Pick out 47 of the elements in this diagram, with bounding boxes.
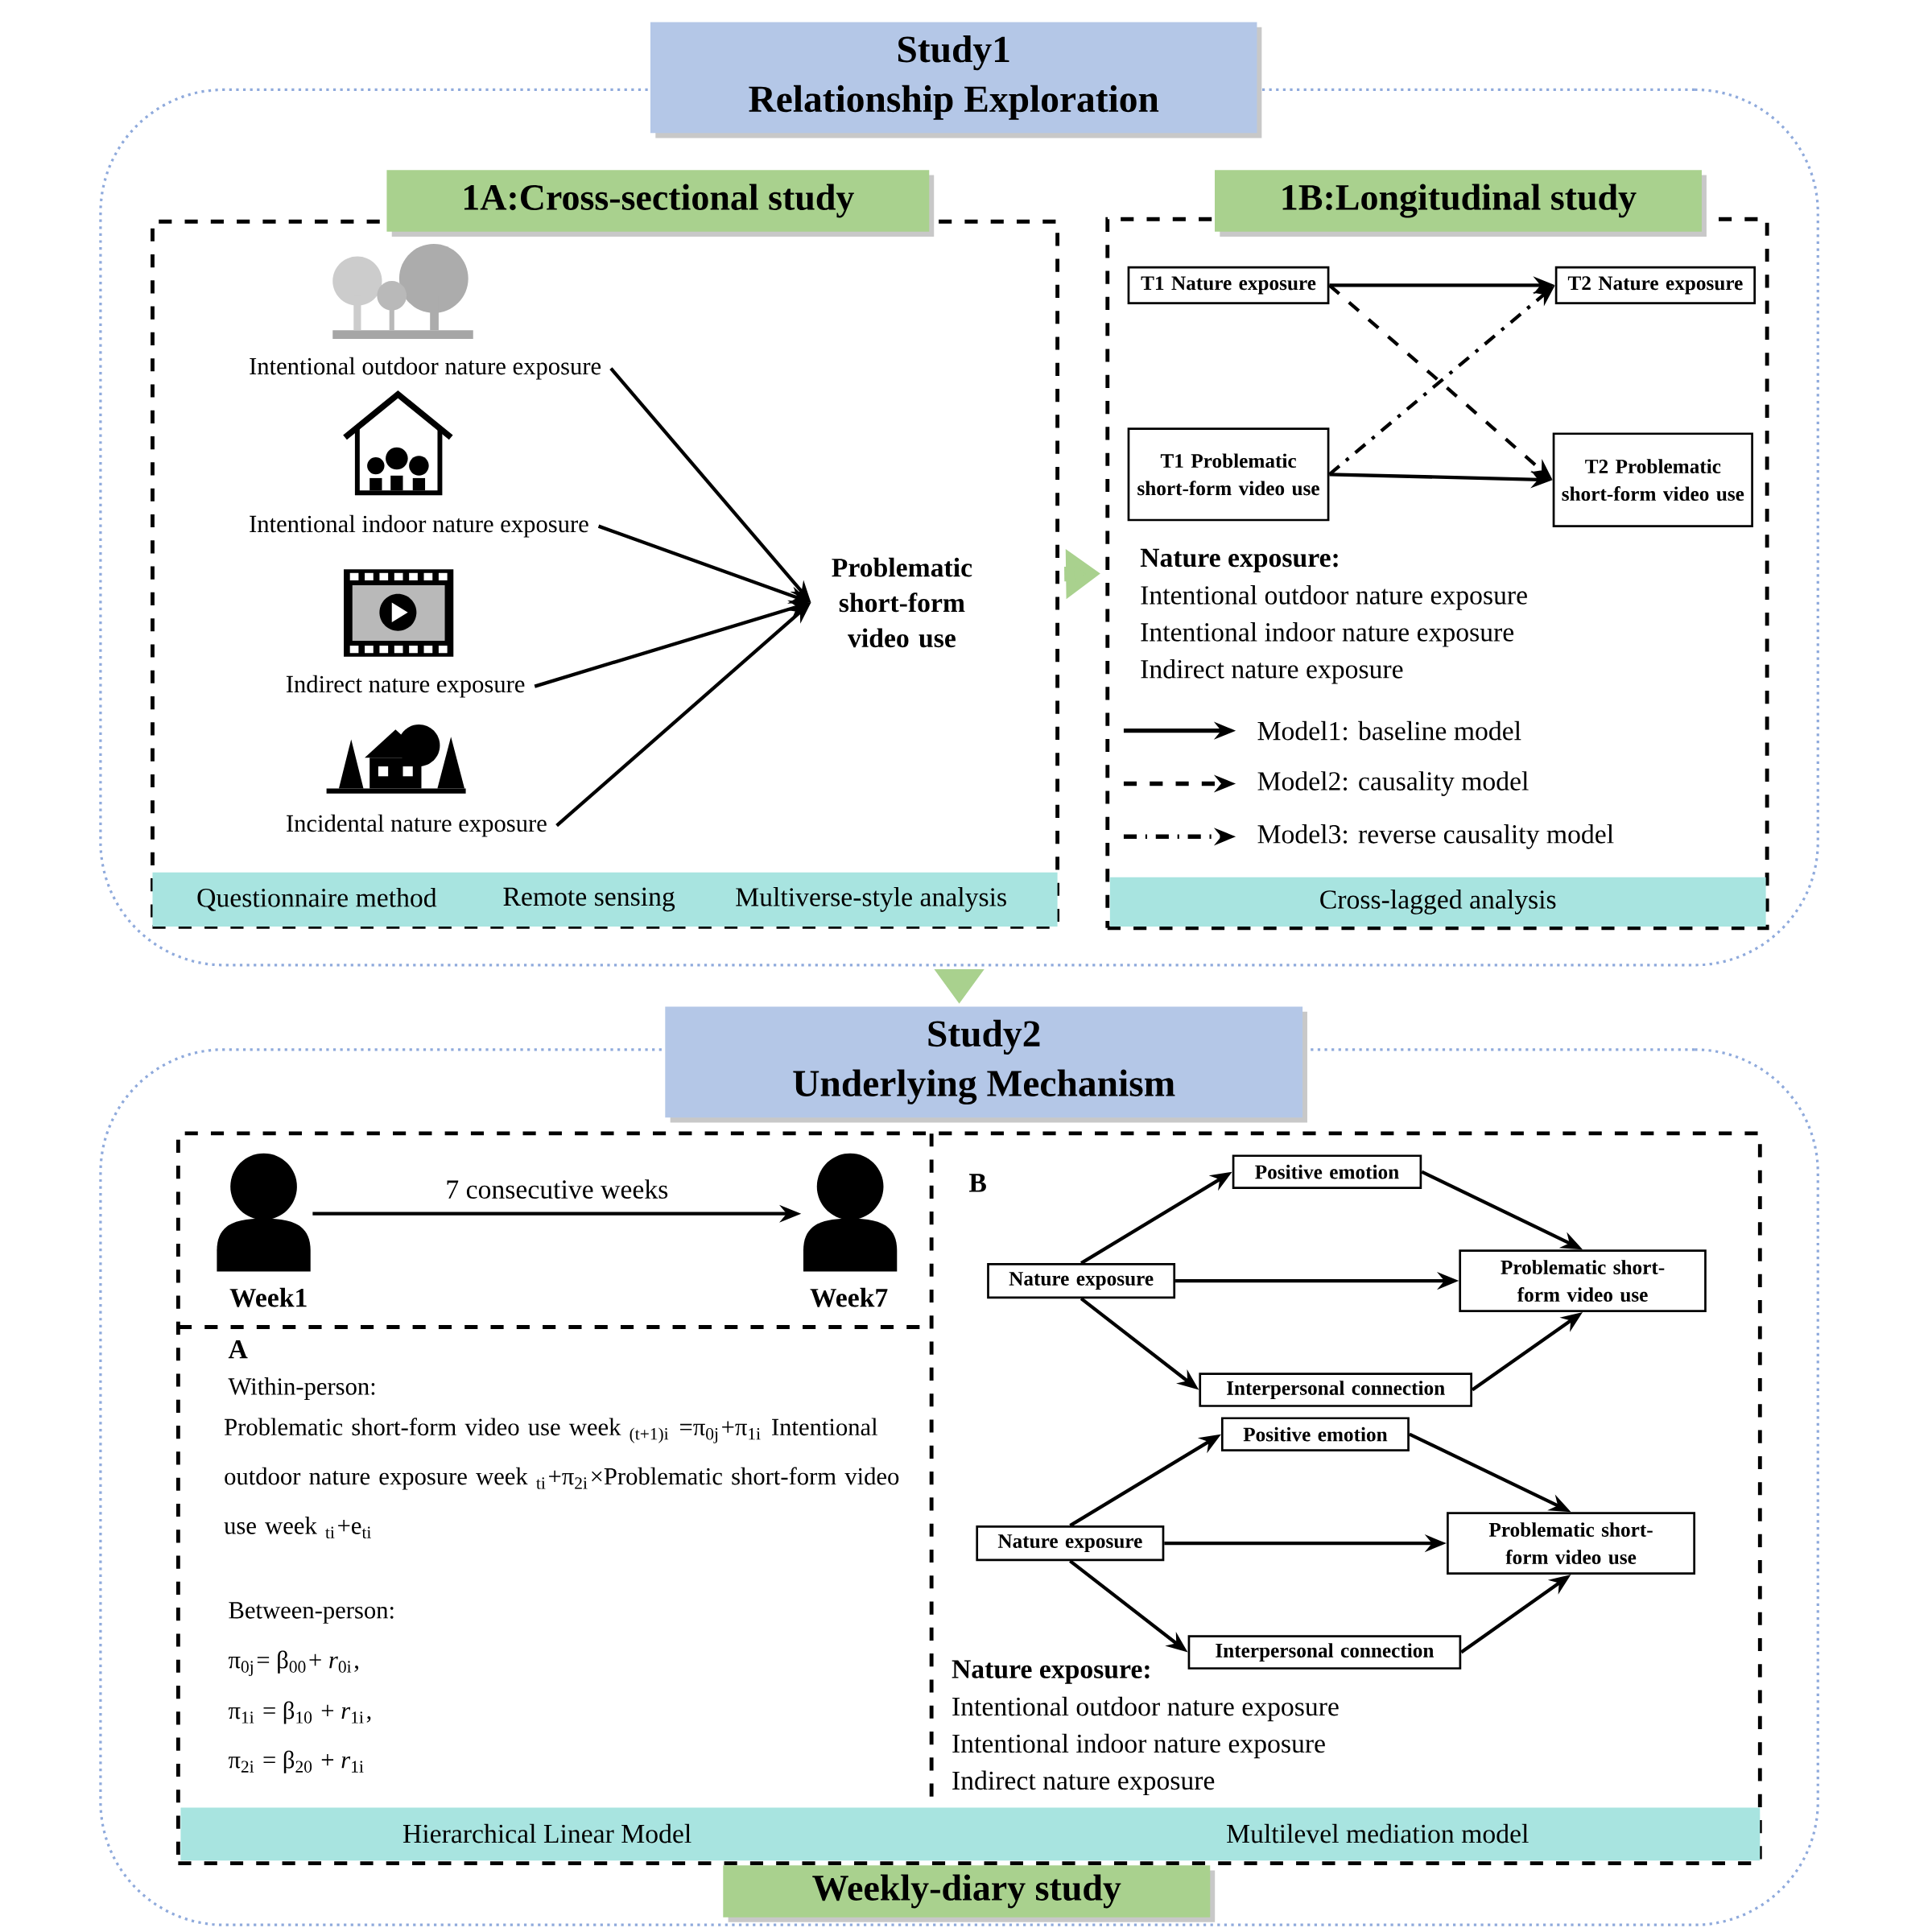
legend-text: Model1: baseline model bbox=[1257, 720, 1521, 741]
process-box: Interpersonal connection bbox=[1199, 1373, 1472, 1407]
legend-text: Model3: reverse causality model bbox=[1257, 824, 1614, 849]
formula-text: π$_{1i}$ = β$_{10}$ + r$_{1i}$, bbox=[228, 1701, 371, 1724]
heading-text: Between-person: bbox=[229, 1602, 394, 1624]
heading-text: Nature exposure: bbox=[952, 1660, 1150, 1684]
list-item: Intentional outdoor nature exposure bbox=[1141, 585, 1527, 610]
list-item: Intentional indoor nature exposure bbox=[952, 1733, 1325, 1759]
heading-text: Nature exposure: bbox=[1140, 548, 1338, 573]
formula-text: Problematic short-form video use week $_{(t+1)i}$ =π$_{0j}$+π$_{1i}$ Intentional outdoor nature exposure week $_{ti}$+π$_{2i}$×Problematic short-form video use week $_{ti}$+e$_{ti}$ bbox=[224, 1418, 899, 1538]
node-text: Incidental nature exposure bbox=[287, 814, 547, 837]
panel-letter: A bbox=[228, 1340, 248, 1359]
panel-letter: B bbox=[969, 1174, 986, 1192]
process-box: Problematic short-form video use bbox=[1459, 1249, 1707, 1312]
node-text: Intentional indoor nature exposure bbox=[250, 514, 588, 538]
title-banner: Study1 Relationship Exploration bbox=[650, 22, 1262, 138]
formula-text: π$_{0j}$= β$_{00}$+ r$_{0i}$, bbox=[228, 1650, 358, 1677]
process-box: Positive emotion bbox=[1220, 1417, 1410, 1451]
list-item: Indirect nature exposure bbox=[1141, 658, 1403, 684]
node-text: Indirect nature exposure bbox=[286, 675, 525, 698]
edge-label: 7 consecutive weeks bbox=[441, 1174, 673, 1203]
process-box: Nature exposure bbox=[987, 1263, 1176, 1299]
week-label: Week7 bbox=[810, 1287, 888, 1307]
section-header: Weekly-diary study bbox=[723, 1865, 1216, 1922]
section-header: 1B:Longitudinal study bbox=[1215, 170, 1707, 237]
node-text: Intentional outdoor nature exposure bbox=[250, 357, 601, 380]
process-box: Interpersonal connection bbox=[1187, 1635, 1462, 1670]
method-band: Hierarchical Linear Model Multilevel mediation model bbox=[180, 1807, 1761, 1861]
node-text: Problematic short-form video use bbox=[832, 557, 972, 648]
process-box: Positive emotion bbox=[1232, 1154, 1422, 1189]
week-label: Week1 bbox=[229, 1287, 307, 1307]
title-banner: Study2 Underlying Mechanism bbox=[665, 1006, 1307, 1123]
legend-text: Model2: causality model bbox=[1257, 771, 1529, 796]
process-box: T2 Problematic short-form video use bbox=[1552, 432, 1753, 527]
process-box: T1 Problematic short-form video use bbox=[1127, 427, 1330, 522]
dashed-panel bbox=[175, 1131, 1762, 1865]
section-header: 1A:Cross-sectional study bbox=[386, 170, 935, 237]
process-box: T1 Nature exposure bbox=[1127, 266, 1330, 304]
process-box: Nature exposure bbox=[976, 1525, 1165, 1562]
formula-text: π$_{2i}$ = β$_{20}$ + r$_{1i}$ bbox=[228, 1750, 364, 1773]
method-band: Cross-lagged analysis bbox=[1109, 877, 1766, 927]
list-item: Intentional indoor nature exposure bbox=[1141, 622, 1514, 647]
process-box: T2 Nature exposure bbox=[1554, 266, 1756, 304]
heading-text: Within-person: bbox=[228, 1377, 375, 1400]
process-box: Problematic short-form video use bbox=[1447, 1512, 1696, 1575]
method-band: Questionnaire method Remote sensing Multiverse-style analysis bbox=[152, 872, 1058, 927]
list-item: Intentional outdoor nature exposure bbox=[952, 1696, 1339, 1722]
